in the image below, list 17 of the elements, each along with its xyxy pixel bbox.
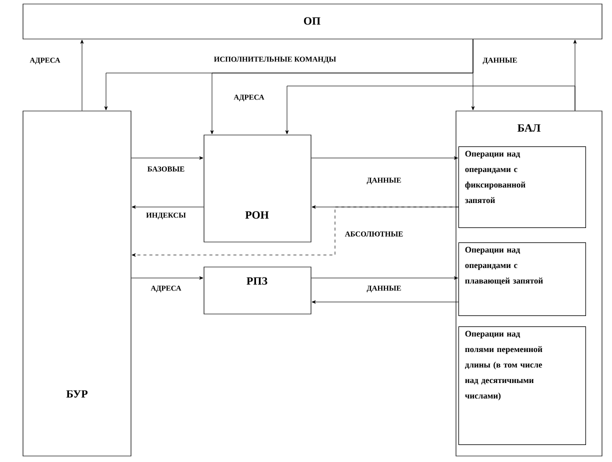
arrow [132,206,459,257]
arrow [131,276,204,280]
arrow [131,156,204,160]
arrow [311,276,458,280]
process-box: ОП [22,4,602,40]
arrow [285,86,576,134]
operation-box: Операции над полями переменной длины (в том числе над десятичными числами) [458,326,586,445]
arrow [80,40,84,111]
process-box: РПЗ [204,266,312,314]
arrow [471,39,475,110]
process-box: БУР [22,110,132,456]
arrow [312,300,459,304]
operation-box: Операции над операндами с фиксированной запятой [458,146,586,228]
process-box: РОН [204,134,312,242]
arrow [132,205,204,209]
arrow [311,156,458,160]
operation-box: Операции над операндами с плавающей запятой [458,242,586,316]
